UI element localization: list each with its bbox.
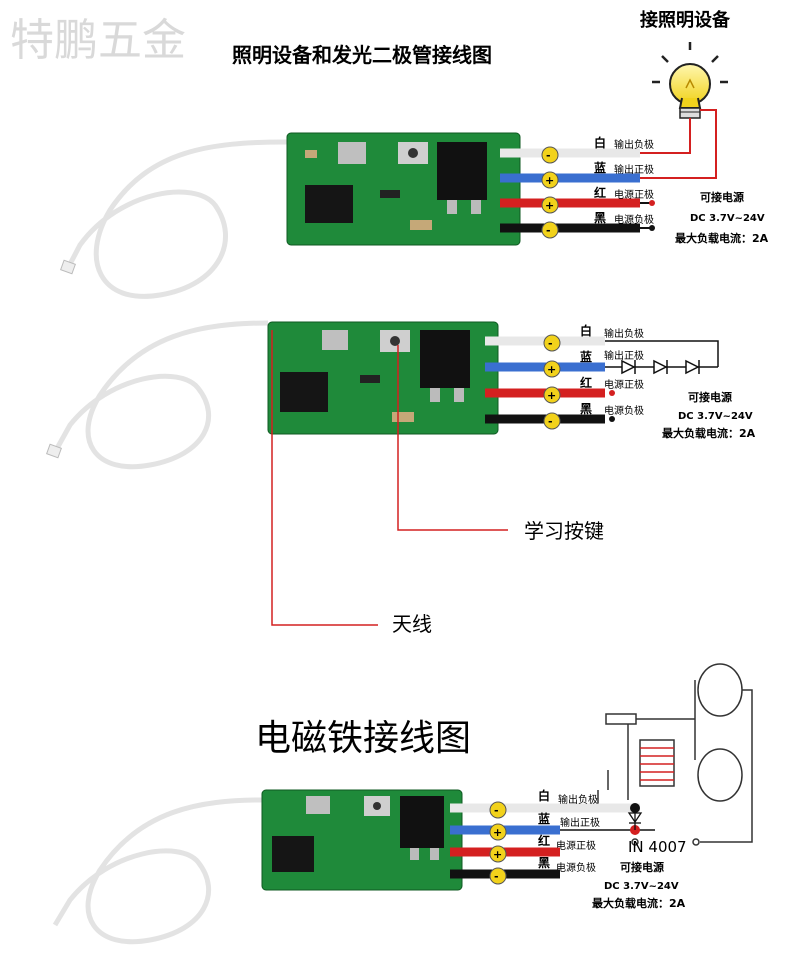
label-white-2: 白 bbox=[580, 323, 592, 338]
power-note-3-1: 可接电源 bbox=[620, 860, 664, 874]
section-solenoid: 电磁铁接线图 bbox=[52, 663, 753, 945]
svg-text:+: + bbox=[493, 826, 502, 839]
svg-text:-: - bbox=[494, 804, 499, 817]
section-led: - + + - 白 输出负极 蓝 输出正极 红 电源正极 黑 电源负极 可接电源… bbox=[46, 320, 756, 636]
power-note-2-3: 最大负载电流：2A bbox=[662, 426, 756, 440]
label-white: 白 bbox=[594, 135, 606, 150]
section1-title: 照明设备和发光二极管接线图 bbox=[232, 43, 492, 67]
power-note-2-1: 可接电源 bbox=[688, 390, 732, 404]
label-pwr-pos-2: 电源正极 bbox=[604, 378, 644, 391]
power-note-2: DC 3.7V~24V bbox=[690, 213, 765, 224]
label-black: 黑 bbox=[594, 211, 606, 225]
label-pwr-neg: 电源负极 bbox=[614, 213, 654, 226]
section-lighting: 照明设备和发光二极管接线图 接照明设备 bbox=[60, 9, 769, 299]
learn-key-callout bbox=[397, 345, 508, 531]
label-out-neg-3: 输出负极 bbox=[558, 793, 598, 806]
label-pwr-neg-3: 电源负极 bbox=[556, 861, 596, 874]
label-red-2: 红 bbox=[580, 375, 592, 390]
antenna-callout bbox=[271, 330, 378, 626]
pcb-board bbox=[286, 132, 521, 246]
power-note-2-2: DC 3.7V~24V bbox=[678, 411, 753, 422]
terminal-markers-2: - + + - bbox=[543, 334, 561, 430]
label-black-3: 黑 bbox=[538, 856, 550, 870]
label-out-neg-2: 输出负极 bbox=[604, 327, 644, 340]
label-red-3: 红 bbox=[538, 833, 550, 848]
watermark-text: 特鹏五金 bbox=[10, 15, 186, 66]
label-red: 红 bbox=[594, 185, 606, 200]
svg-text:+: + bbox=[493, 848, 502, 861]
svg-text:-: - bbox=[494, 870, 499, 883]
power-note-3-2: DC 3.7V~24V bbox=[604, 881, 679, 892]
led-diode-icon bbox=[621, 359, 700, 375]
antenna-tip bbox=[60, 259, 76, 275]
svg-text:-: - bbox=[548, 337, 553, 350]
diode-label: IN 4007 bbox=[628, 838, 687, 856]
antenna-label: 天线 bbox=[392, 612, 432, 636]
label-pwr-pos: 电源正极 bbox=[614, 188, 654, 201]
diode-icon bbox=[627, 808, 643, 830]
svg-text:-: - bbox=[548, 415, 553, 428]
label-blue-2: 蓝 bbox=[580, 349, 592, 364]
power-note-3-3: 最大负载电流：2A bbox=[592, 896, 686, 910]
power-note-3: 最大负载电流：2A bbox=[675, 231, 769, 245]
label-white-3: 白 bbox=[538, 788, 550, 803]
label-blue: 蓝 bbox=[594, 160, 606, 175]
label-out-pos-3: 输出正极 bbox=[560, 816, 600, 829]
antenna-wire-2 bbox=[52, 320, 269, 470]
led-return-wire bbox=[605, 340, 719, 367]
section3-title: 电磁铁接线图 bbox=[255, 718, 471, 759]
svg-text:+: + bbox=[545, 199, 554, 212]
svg-text:+: + bbox=[547, 389, 556, 402]
label-out-pos-2: 输出正极 bbox=[604, 349, 644, 362]
power-note-1: 可接电源 bbox=[700, 190, 744, 204]
label-out-pos: 输出正极 bbox=[614, 163, 654, 176]
svg-text:+: + bbox=[547, 363, 556, 376]
svg-text:-: - bbox=[546, 149, 551, 162]
lamp-wire-pos bbox=[640, 109, 717, 179]
light-bulb-icon bbox=[652, 42, 728, 119]
terminal-markers-3: - + + - bbox=[489, 801, 507, 885]
label-pwr-pos-3: 电源正极 bbox=[556, 839, 596, 852]
antenna-wire bbox=[65, 139, 288, 299]
label-black-2: 黑 bbox=[580, 402, 592, 416]
terminal-markers: - + + - bbox=[541, 146, 559, 239]
lamp-label: 接照明设备 bbox=[640, 9, 731, 31]
label-out-neg: 输出负极 bbox=[614, 138, 654, 151]
solenoid-icon bbox=[597, 663, 753, 846]
pcb-board-2 bbox=[267, 321, 499, 435]
svg-text:+: + bbox=[545, 174, 554, 187]
antenna-wire-3 bbox=[52, 797, 263, 945]
learn-key-label: 学习按键 bbox=[524, 519, 604, 543]
lamp-wire-neg bbox=[640, 118, 691, 154]
pcb-board-3 bbox=[261, 789, 463, 891]
label-pwr-neg-2: 电源负极 bbox=[604, 404, 644, 417]
label-blue-3: 蓝 bbox=[538, 811, 550, 826]
svg-text:-: - bbox=[546, 224, 551, 237]
